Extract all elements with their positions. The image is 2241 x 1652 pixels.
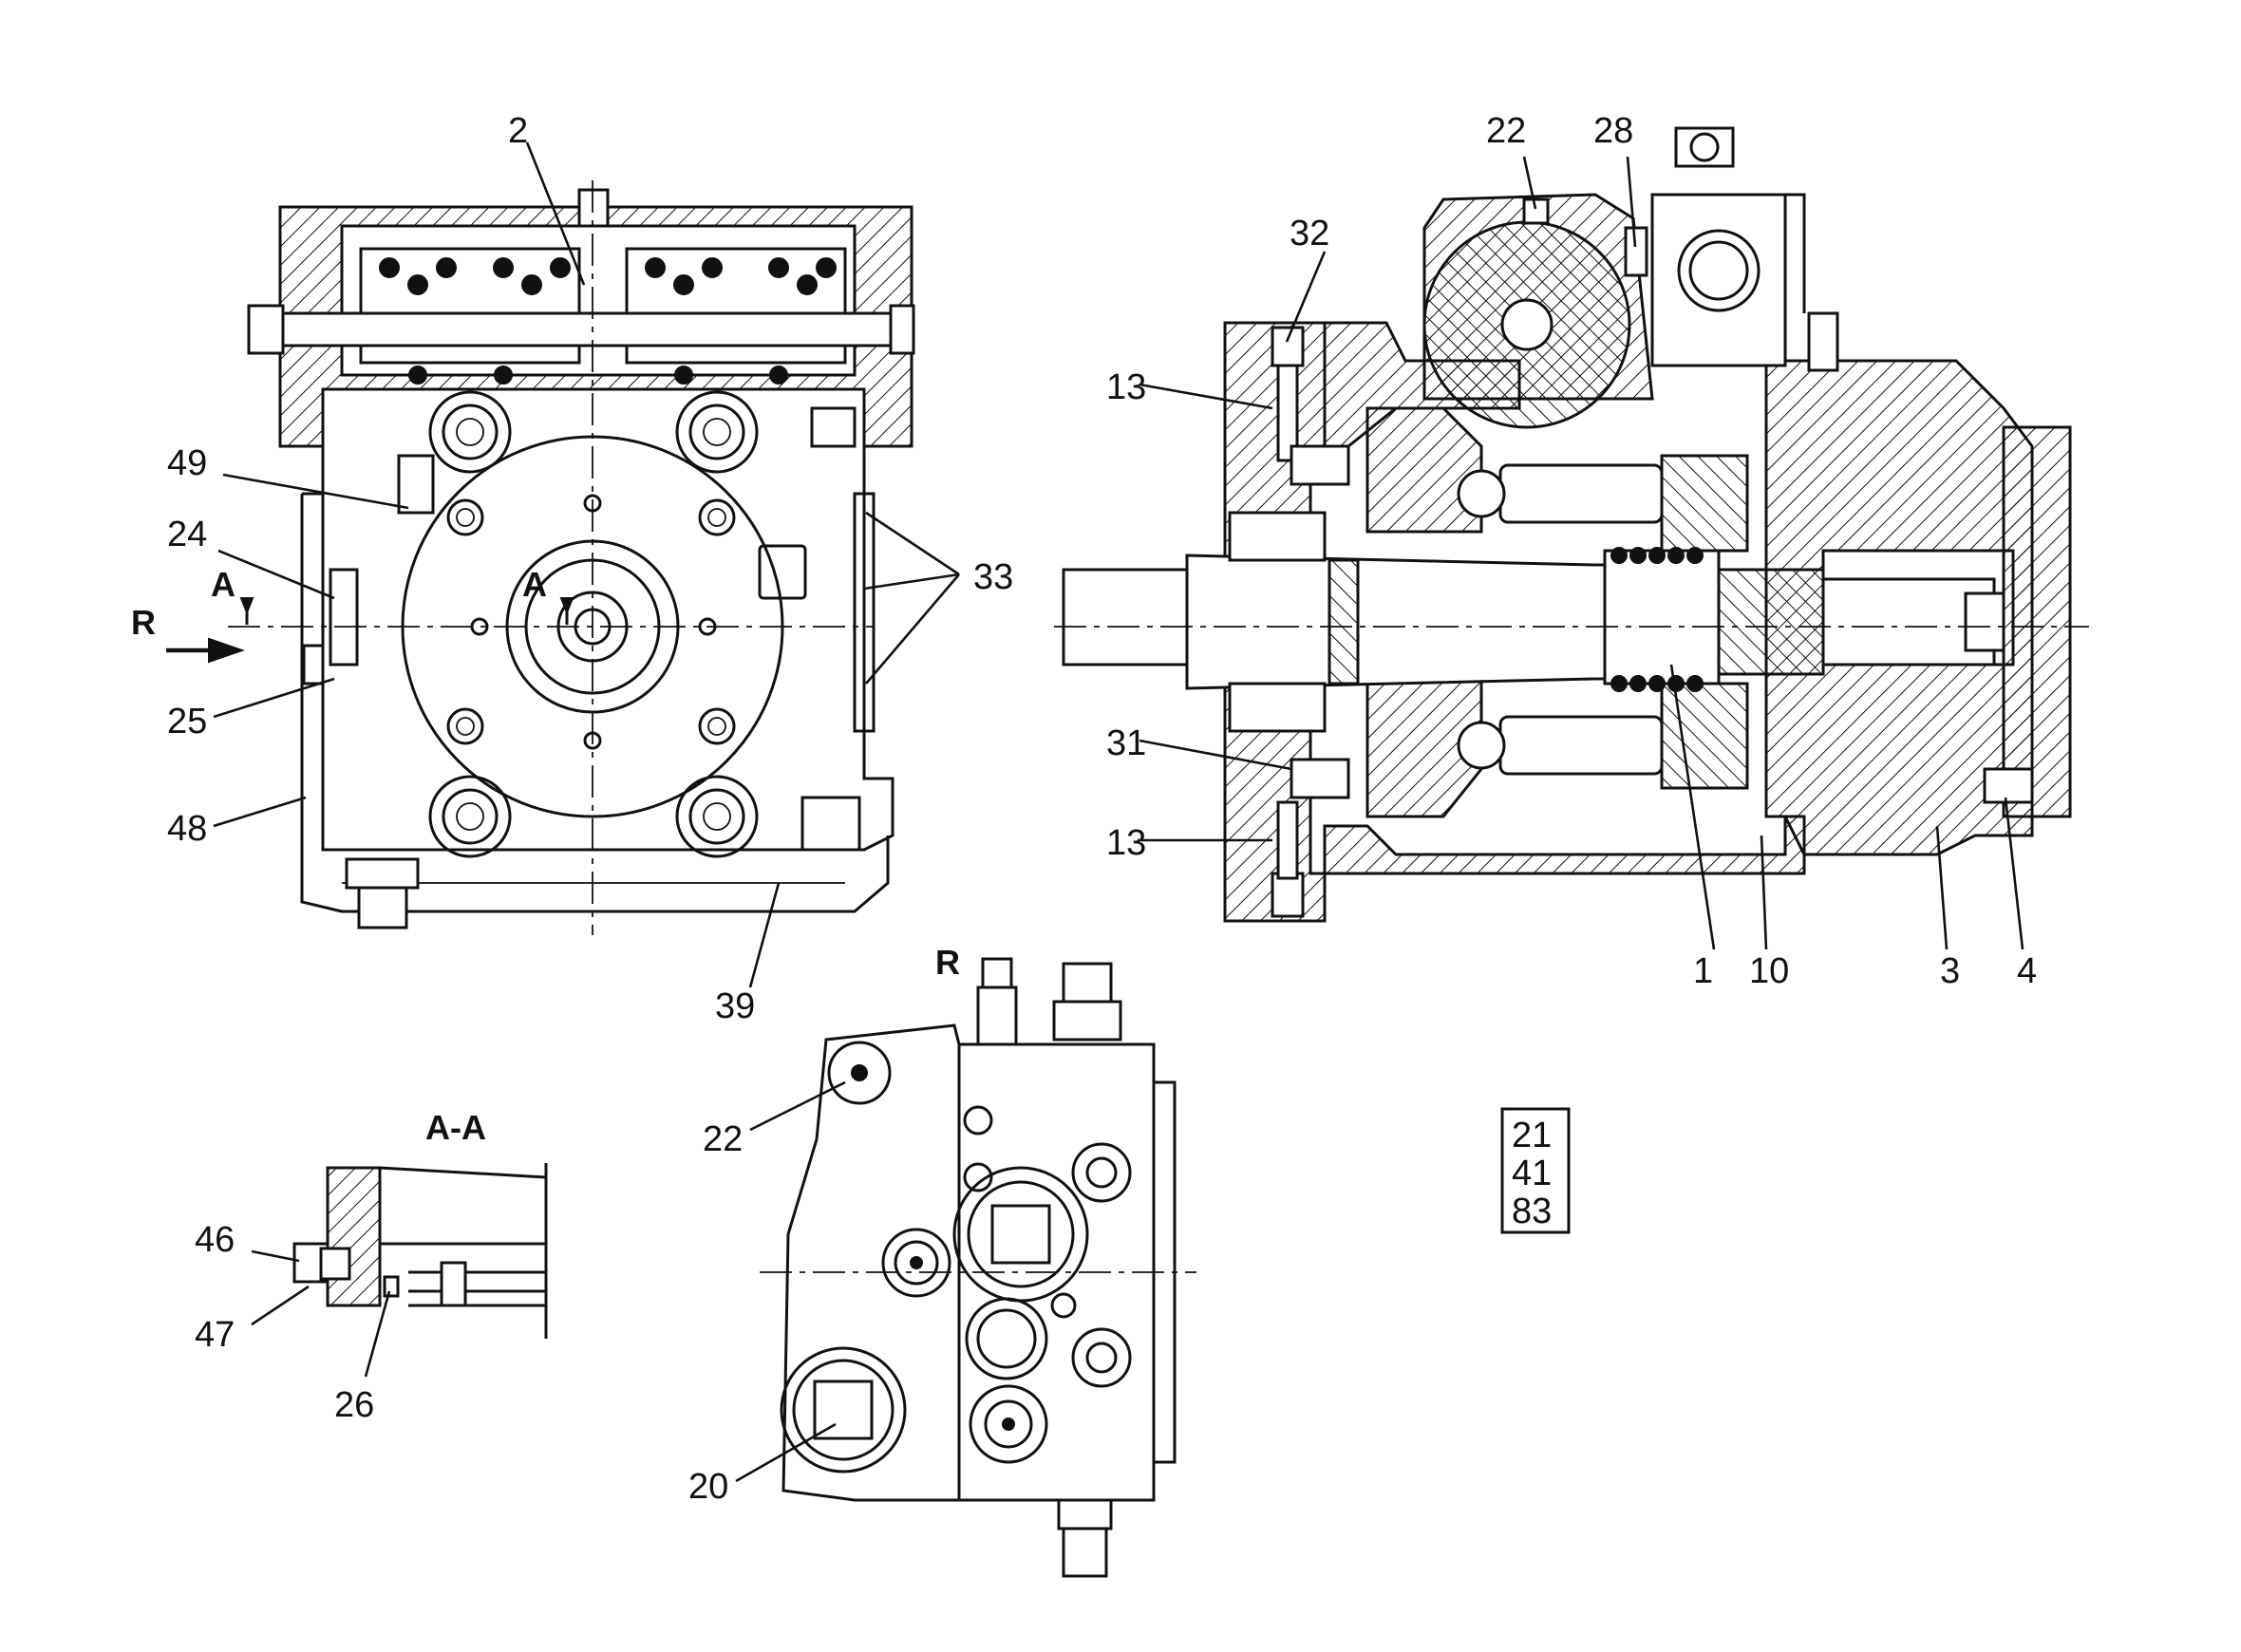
callout-31: 31 [1106, 723, 1146, 763]
section-title: A-A [425, 1108, 486, 1147]
marker-a-left: A [211, 565, 235, 604]
part-box-item-3: 83 [1512, 1192, 1552, 1231]
pistons [1457, 454, 1749, 790]
callout-2: 2 [508, 111, 528, 151]
callout-33: 33 [973, 557, 1013, 597]
part-box-item-2: 41 [1512, 1154, 1552, 1193]
part-box-item-1: 21 [1512, 1116, 1552, 1155]
leader-lines [166, 141, 2024, 1483]
front-view [228, 180, 915, 935]
callout-labels: 2 22 28 32 13 31 13 1 10 3 4 49 24 25 48… [131, 111, 2037, 1507]
callout-32: 32 [1290, 214, 1329, 253]
marker-r-bottom: R [935, 943, 960, 982]
corner-bolts [428, 390, 759, 858]
callout-49: 49 [167, 443, 207, 483]
callout-22-bottom: 22 [703, 1119, 743, 1159]
valve-view [760, 957, 1196, 1578]
callout-22-top: 22 [1486, 111, 1526, 151]
callout-46: 46 [195, 1220, 235, 1260]
marker-r-left: R [131, 603, 156, 642]
spring-assembly [359, 247, 847, 385]
callout-13-top: 13 [1106, 367, 1146, 407]
callout-48: 48 [167, 809, 207, 849]
callout-24: 24 [167, 515, 207, 554]
callout-10: 10 [1749, 951, 1789, 991]
callout-13-bottom: 13 [1106, 823, 1146, 863]
callout-26: 26 [334, 1385, 374, 1425]
part-list-box [1500, 1107, 1571, 1234]
callout-20: 20 [688, 1467, 728, 1507]
cross-section-view [1054, 126, 2089, 923]
callout-39: 39 [715, 986, 755, 1026]
marker-a-center: A [522, 565, 547, 604]
section-a-a [292, 1163, 548, 1339]
callout-47: 47 [195, 1315, 235, 1355]
callout-4: 4 [2017, 951, 2037, 991]
shaft-spring [1610, 547, 1704, 692]
callout-25: 25 [167, 702, 207, 742]
callout-3: 3 [1940, 951, 1960, 991]
callout-1: 1 [1693, 951, 1713, 991]
callout-28: 28 [1593, 111, 1633, 151]
